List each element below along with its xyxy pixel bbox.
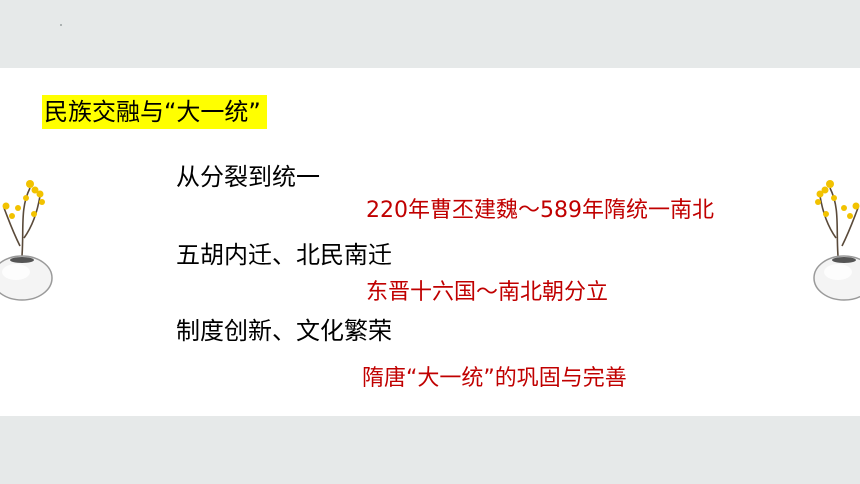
item-heading-1: 从分裂到统一 [176,163,320,191]
corner-dot [60,24,62,26]
item-heading-2: 五胡内迁、北民南迁 [176,241,392,269]
slide-title: 民族交融与“大一统” [42,95,267,129]
vase-with-flowers-right [813,180,860,301]
item-detail-2: 东晋十六国～南北朝分立 [366,280,609,305]
item-detail-3: 隋唐“大一统”的巩固与完善 [362,366,627,391]
item-detail-1: 220年曹丕建魏～589年隋统一南北 [366,198,714,223]
top-margin-band [0,0,860,68]
bottom-margin-band [0,416,860,484]
item-heading-3: 制度创新、文化繁荣 [176,317,392,345]
vase-with-flowers-left [0,180,53,301]
